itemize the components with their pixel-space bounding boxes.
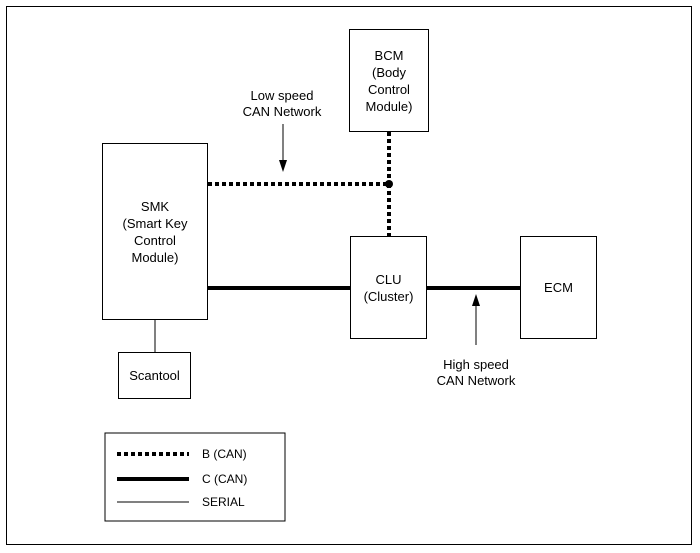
high-speed-line1: High speed bbox=[443, 357, 509, 372]
legend-box bbox=[104, 432, 286, 522]
legend-b-can-label: B (CAN) bbox=[202, 447, 247, 461]
low-speed-can-note: Low speed CAN Network bbox=[222, 88, 342, 120]
high-speed-arrow-head bbox=[472, 294, 480, 306]
scantool-module: Scantool bbox=[118, 352, 191, 399]
ecm-module: ECM bbox=[520, 236, 597, 339]
diagram-frame bbox=[6, 6, 692, 545]
clu-module: CLU (Cluster) bbox=[350, 236, 427, 339]
bcm-module: BCM (Body Control Module) bbox=[349, 29, 429, 132]
low-speed-arrow-head bbox=[279, 160, 287, 172]
scantool-label: Scantool bbox=[129, 368, 180, 383]
high-speed-line2: CAN Network bbox=[436, 373, 516, 388]
ecm-label: ECM bbox=[544, 280, 573, 295]
smk-label: SMK (Smart Key Control Module) bbox=[122, 198, 188, 265]
smk-module: SMK (Smart Key Control Module) bbox=[102, 143, 208, 320]
high-speed-can-note: High speed CAN Network bbox=[416, 357, 536, 389]
clu-label: CLU (Cluster) bbox=[363, 271, 414, 304]
legend-c-can-label: C (CAN) bbox=[202, 472, 248, 486]
b-can-junction-dot bbox=[385, 180, 393, 188]
legend-serial-label: SERIAL bbox=[202, 495, 245, 509]
low-speed-line1: Low speed bbox=[250, 88, 314, 103]
bcm-label: BCM (Body Control Module) bbox=[365, 47, 413, 114]
low-speed-line2: CAN Network bbox=[242, 104, 322, 119]
